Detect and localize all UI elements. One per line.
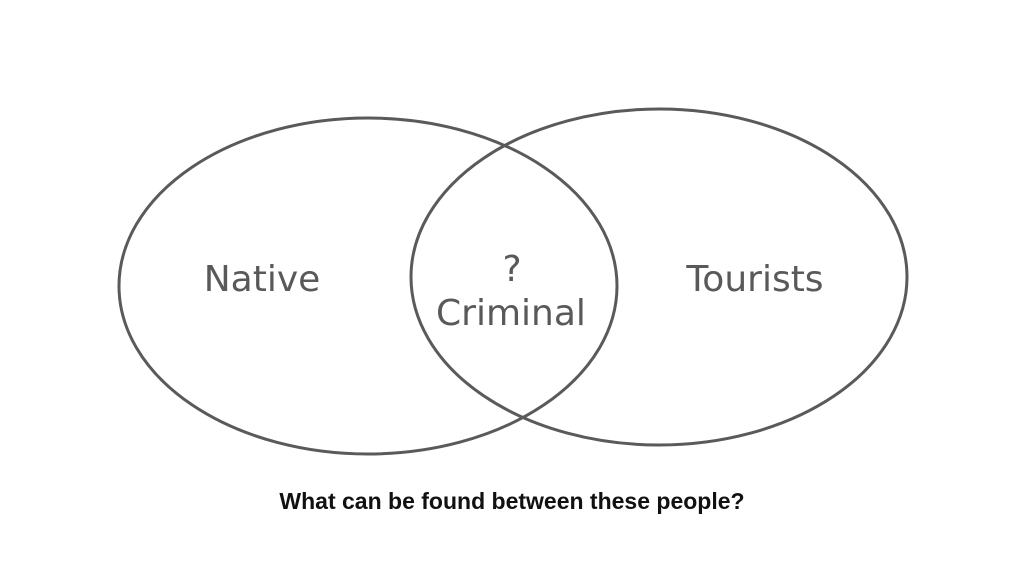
tourists-set-ellipse xyxy=(409,107,909,447)
overlap-question-mark: ? xyxy=(502,249,521,290)
tourists-set-label: Tourists xyxy=(685,259,823,300)
question-caption: What can be found between these people? xyxy=(279,488,745,514)
overlap-label: Criminal xyxy=(436,293,586,334)
native-set-ellipse xyxy=(117,116,619,456)
native-set-label: Native xyxy=(204,259,321,300)
